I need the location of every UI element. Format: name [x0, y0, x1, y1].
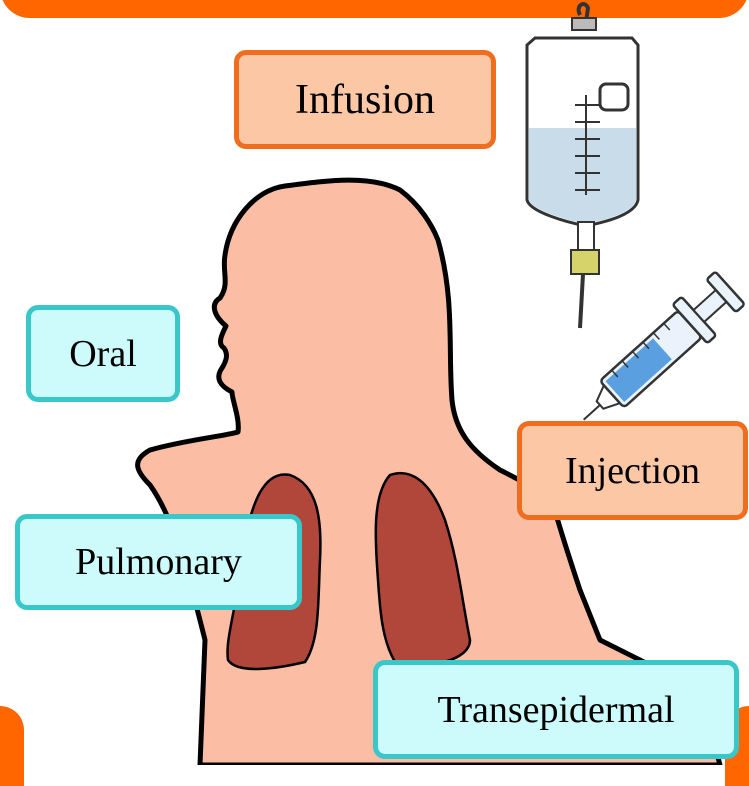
transepidermal-label: Transepidermal	[373, 660, 739, 759]
pulmonary-label: Pulmonary	[15, 514, 302, 610]
injection-label: Injection	[517, 421, 748, 520]
infusion-label: Infusion	[234, 50, 496, 149]
syringe-icon	[566, 269, 747, 439]
iv-bag-icon	[527, 4, 638, 328]
oral-label: Oral	[26, 305, 180, 402]
